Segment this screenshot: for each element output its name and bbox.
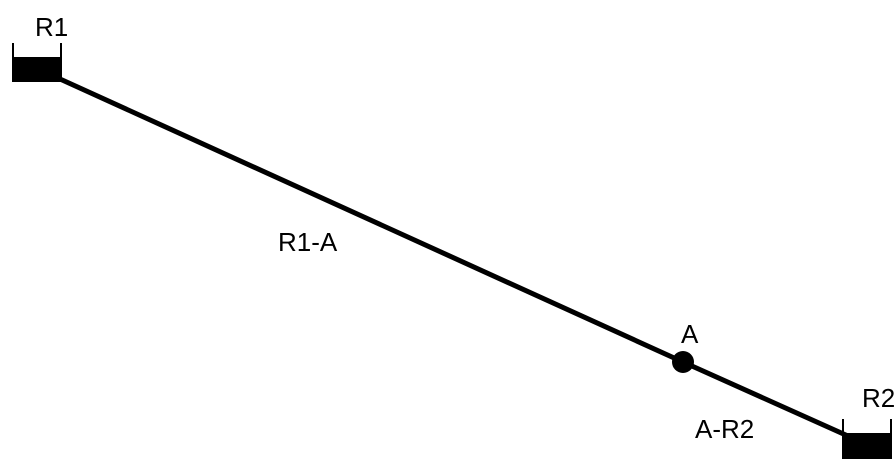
reservoir-r1 [12,43,62,82]
pipe-r1-a [57,76,686,365]
pipe-a-r2-label: A-R2 [695,414,754,444]
reservoir-r1-label: R1 [35,12,68,42]
reservoir-r2-label: R2 [862,383,895,413]
pipe-a-r2 [680,359,851,439]
junction-a-label: A [681,319,699,349]
pipe-r1-a-label: R1-A [278,227,338,257]
reservoir-r2 [842,419,892,459]
junction-a [672,351,694,373]
